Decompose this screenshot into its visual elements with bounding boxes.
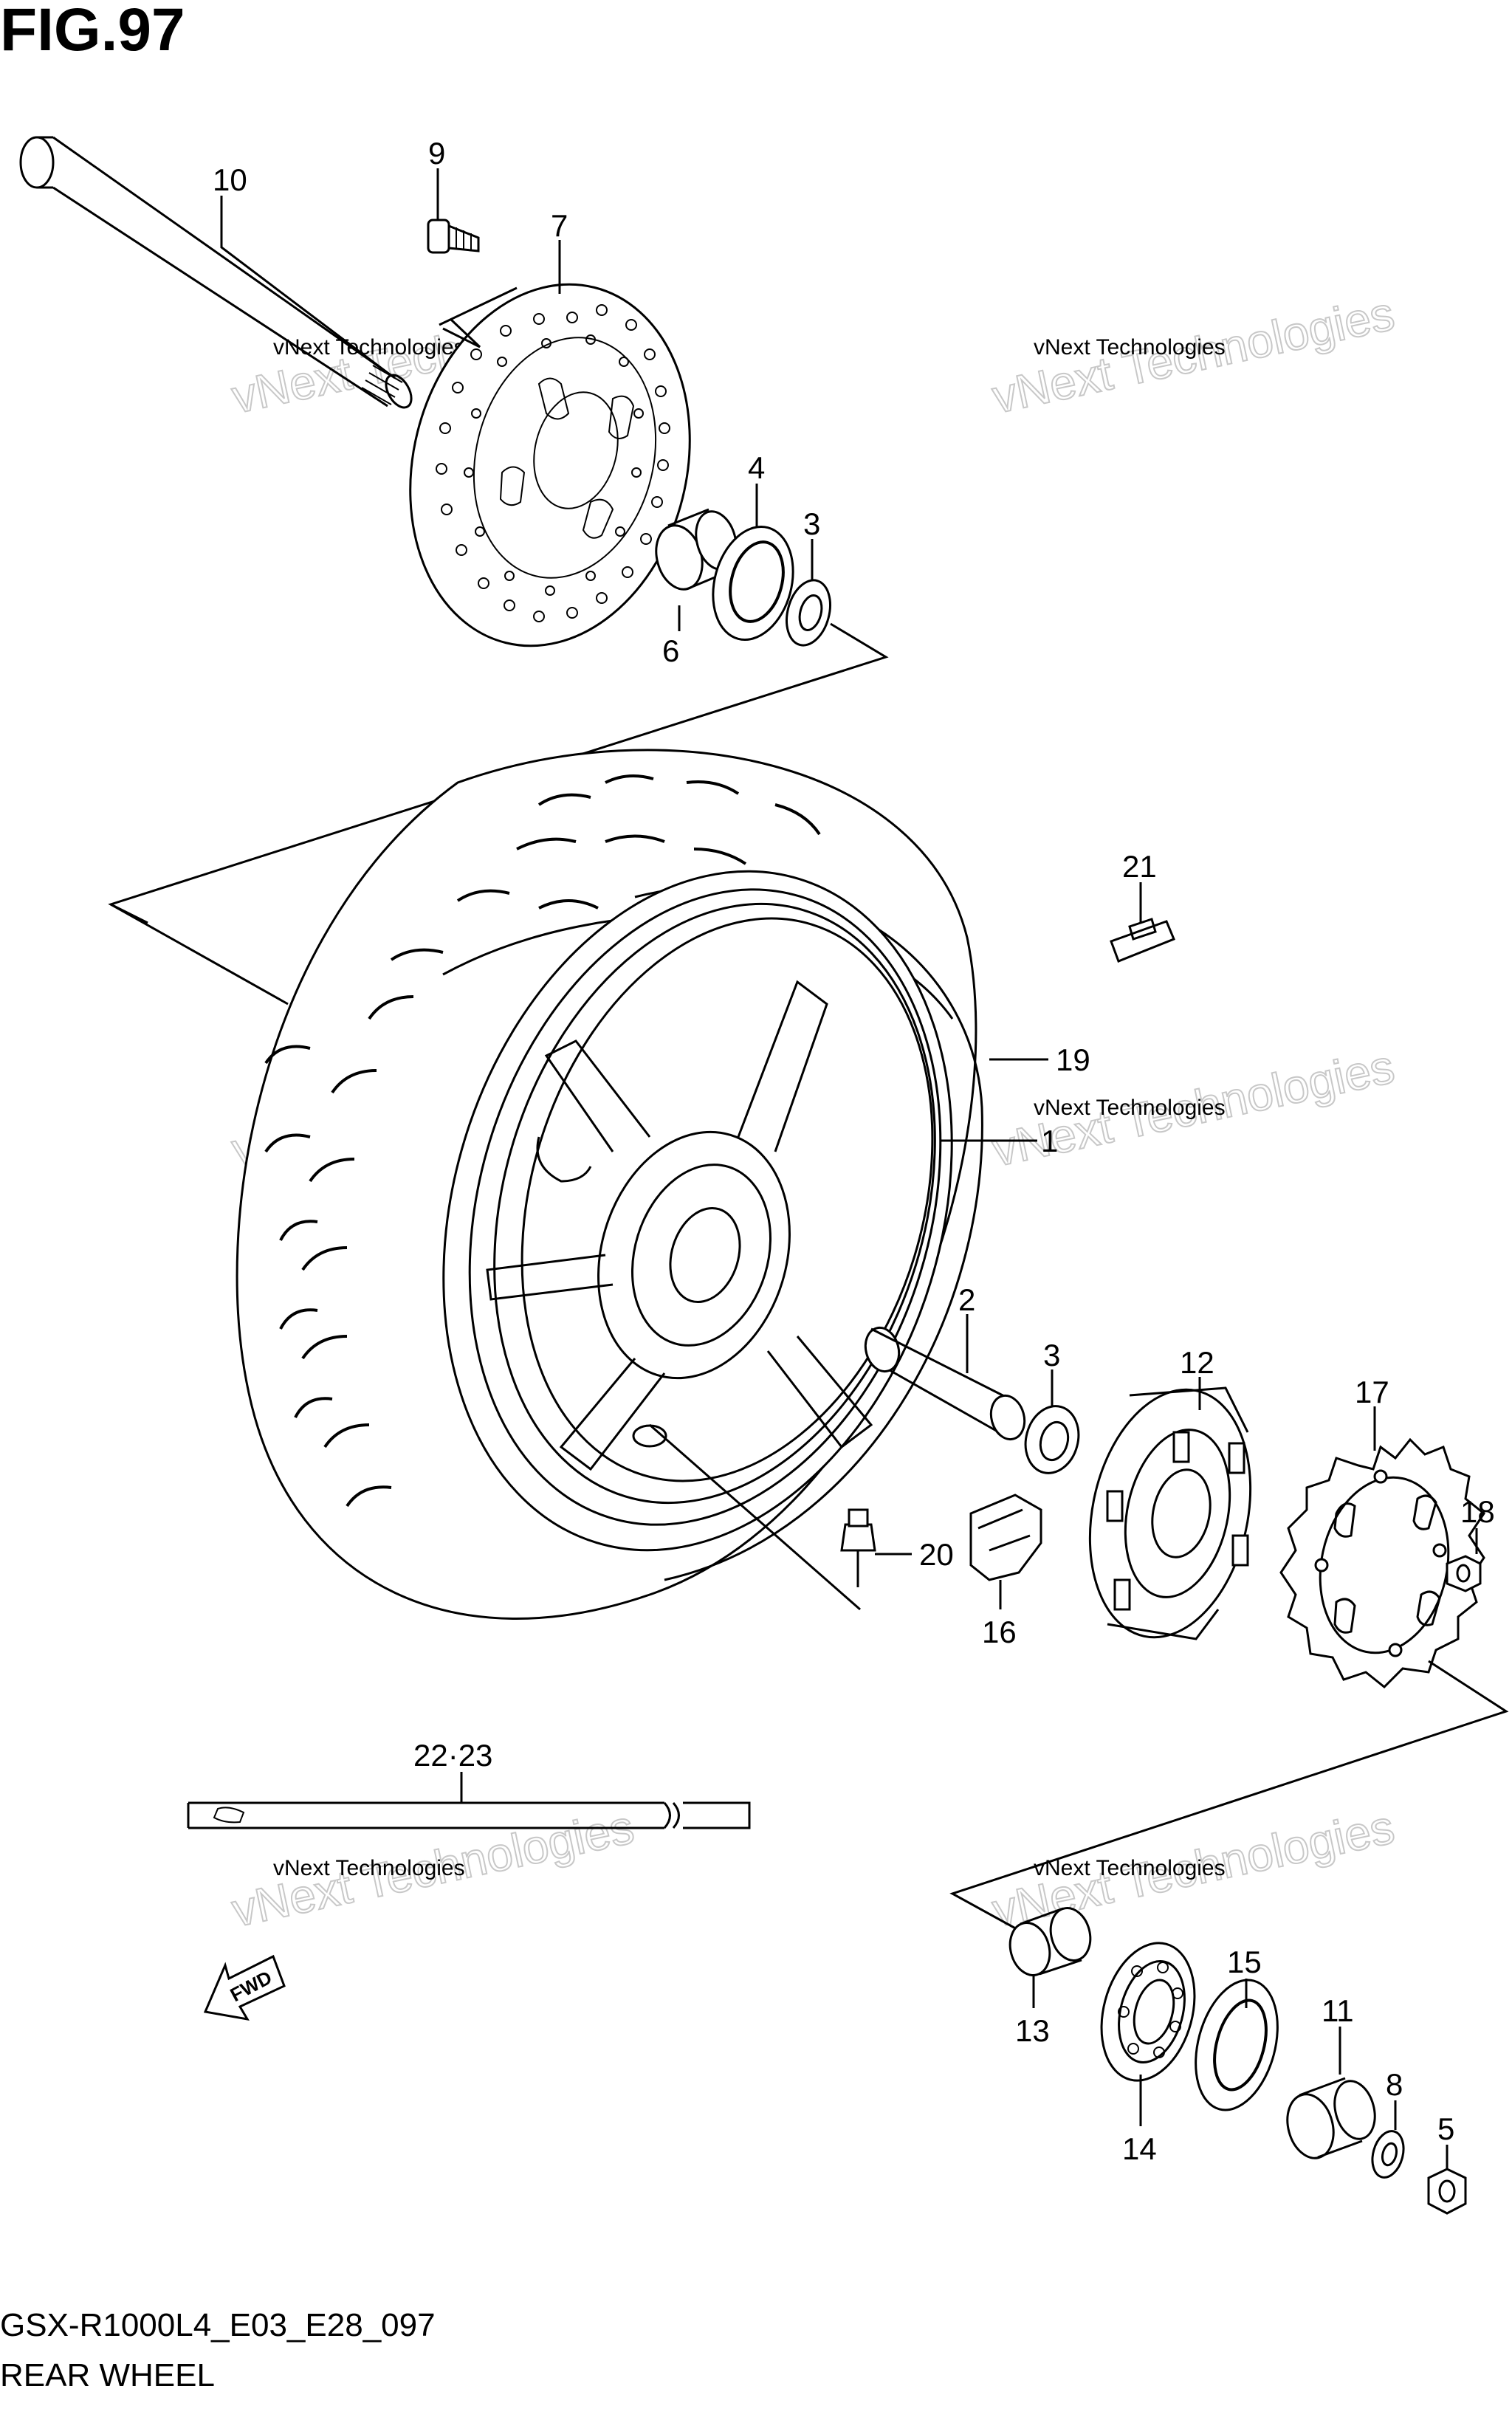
part-oil-seal [712,525,794,642]
callout-2: 2 [958,1282,975,1317]
callout-3-lower: 3 [1043,1338,1060,1372]
part-rim-decal [187,1801,751,1829]
part-axle-washer [1371,2130,1405,2179]
part-bearing-left [786,579,831,647]
part-disc-bolt [427,219,480,254]
callout-11: 11 [1322,1993,1354,2028]
part-drum-oil-seal [1195,1979,1279,2111]
callout-3-upper: 3 [803,506,820,541]
part-balance-weight [1110,918,1175,963]
part-sprocket-drum [1088,1386,1252,1640]
callout-labels: 10 9 7 4 3 6 19 1 2 3 12 17 18 20 16 21 … [213,136,1495,2166]
watermark-small: vNext Technologies [1034,335,1226,360]
callout-6: 9 [428,136,445,171]
explode-guide-line [110,903,148,924]
callout-18: 18 [1460,1494,1495,1529]
callout-19: 19 [1056,1042,1090,1077]
part-outer-spacer [1286,2077,1376,2159]
part-brake-disc [409,283,691,647]
diagram-name: REAR WHEEL [0,2357,215,2393]
figure-title: FIG.97 [0,0,185,63]
part-bearing-right [1024,1405,1080,1474]
callout-12: 12 [1180,1345,1214,1380]
model-code: GSX-R1000L4_E03_E28_097 [0,2307,436,2343]
part-sprocket-nut [1446,1555,1482,1592]
fwd-arrow: FWD [203,1954,286,2021]
part-axle-nut [1427,2168,1467,2215]
watermark-small: vNext Technologies [273,1856,465,1880]
explode-guide-line [439,286,518,348]
part-rear-sprocket [1279,1437,1486,1689]
callout-20: 20 [919,1537,954,1572]
part-wheel-damper [969,1494,1042,1581]
part-axle [19,136,413,409]
callout-17: 17 [1355,1375,1389,1409]
explode-guide-line [949,1660,1509,1936]
watermark-small: vNext Technologies [1034,1096,1226,1120]
part-drum-bearing [1100,1942,1196,2082]
callout-8: 5 [1437,2111,1454,2146]
part-tire-valve [840,1508,876,1569]
callout-4: 4 [748,450,765,485]
callout-14: 14 [1122,2131,1157,2166]
part-rear-tire-and-wheel [236,749,983,1620]
part-hub-spacer [864,1326,1026,1441]
callout-9: 8 [1386,2067,1403,2102]
callout-10: 6 [662,633,679,668]
callout-13: 13 [1015,2013,1050,2048]
callout-5: 7 [551,208,568,243]
callout-15: 15 [1227,1945,1262,1979]
callout-leaders [220,168,1478,2169]
callout-7: 10 [213,162,247,197]
callout-21: 21 [1122,849,1157,884]
callout-22-23: 22·23 [413,1738,492,1773]
part-sprocket-spacer [1008,1907,1092,1976]
watermark-small: vNext Technologies [1034,1856,1226,1880]
callout-1: 1 [1041,1124,1058,1158]
explode-guide-line [649,1423,861,1611]
watermark-small: vNext Technologies [273,335,465,360]
callout-16: 16 [982,1615,1017,1649]
